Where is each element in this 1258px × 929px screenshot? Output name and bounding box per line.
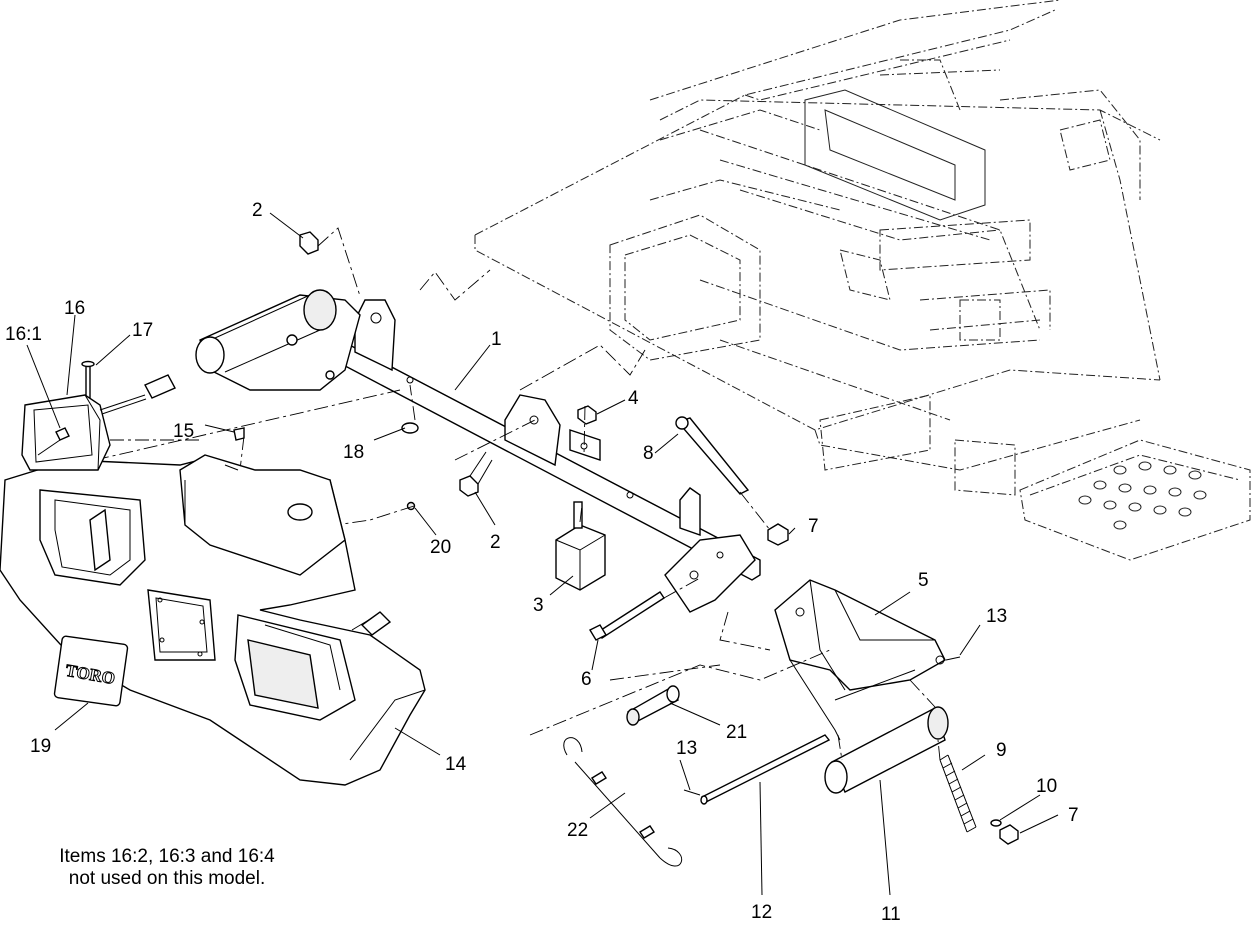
- callout-16-1: 16:1: [5, 324, 42, 345]
- model-note-line-1: Items 16:2, 16:3 and 16:4: [59, 846, 275, 867]
- pivot-bracket: [664, 534, 961, 741]
- spring: [939, 754, 977, 833]
- callout-2-middle: 2: [490, 532, 501, 553]
- callout-11: 11: [881, 904, 901, 925]
- chassis-frame: [474, 0, 1251, 561]
- leader-lines: [26, 212, 1059, 896]
- callout-1: 1: [491, 329, 502, 350]
- callout-5: 5: [918, 570, 929, 591]
- callout-20: 20: [430, 537, 451, 558]
- callout-7-upper: 7: [808, 516, 819, 537]
- callout-3: 3: [533, 595, 544, 616]
- hardware: [81, 231, 789, 641]
- model-note: Items 16:2, 16:3 and 16:4 not used on th…: [22, 846, 312, 890]
- callout-4: 4: [628, 388, 639, 409]
- linkage-parts: [563, 685, 831, 867]
- callout-13-lower: 13: [676, 738, 697, 759]
- step-holes: [1078, 461, 1207, 530]
- callout-2-top: 2: [252, 200, 263, 221]
- callout-10: 10: [1036, 776, 1057, 797]
- callout-6: 6: [581, 669, 592, 690]
- callout-21: 21: [726, 722, 747, 743]
- callout-15: 15: [173, 421, 194, 442]
- callout-9: 9: [996, 740, 1007, 761]
- callout-12: 12: [751, 902, 772, 923]
- callout-13-upper: 13: [986, 606, 1007, 627]
- callout-7-lower: 7: [1068, 805, 1079, 826]
- model-note-line-2: not used on this model.: [68, 868, 266, 889]
- callout-22: 22: [567, 820, 588, 841]
- front-hood: [0, 454, 426, 786]
- safety-cable: [563, 737, 683, 867]
- callout-labels: 1 2 2 3 4 5 6 7 7 8 9 10 11 12 13 13 14 …: [5, 200, 1079, 925]
- roller-assembly: [824, 706, 1019, 845]
- callout-17: 17: [132, 320, 153, 341]
- callout-19: 19: [30, 736, 51, 757]
- callout-16: 16: [64, 298, 85, 319]
- rear-roller-assembly: [195, 289, 361, 391]
- callout-14: 14: [445, 754, 467, 775]
- callout-8: 8: [643, 443, 654, 464]
- callout-18: 18: [343, 442, 364, 463]
- rubber-bumper: [555, 501, 606, 591]
- toro-decal: TORO: [53, 635, 129, 707]
- headlight: [21, 374, 176, 471]
